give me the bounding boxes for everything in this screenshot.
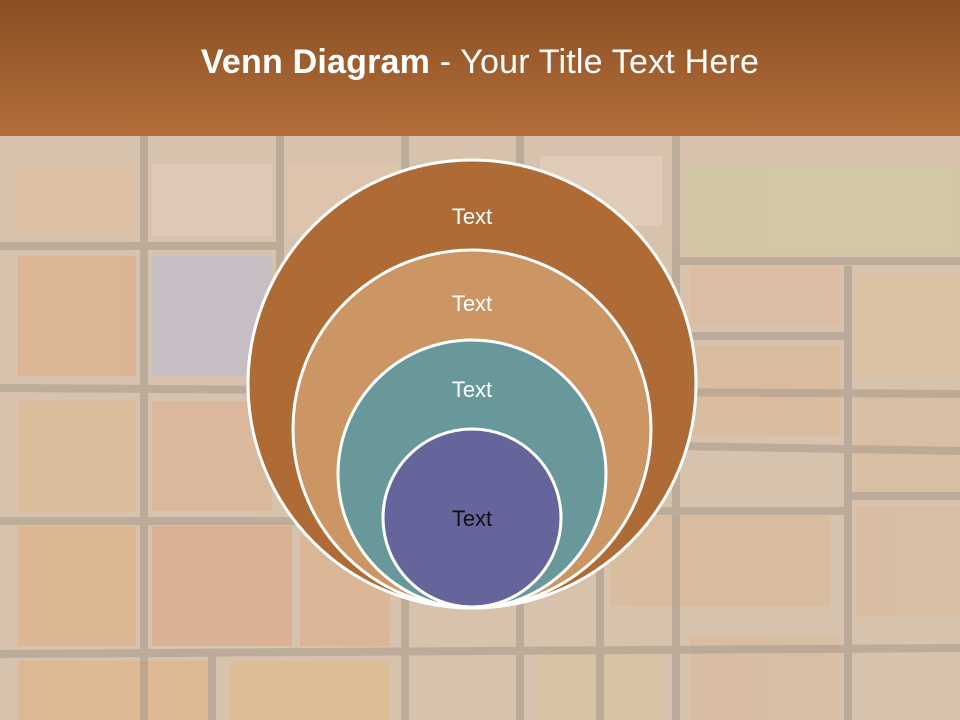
title-rest: - Your Title Text Here <box>430 42 760 81</box>
title-bold: Venn Diagram <box>200 42 431 81</box>
slide-title: Venn Diagram - Your Title Text Here <box>201 43 759 82</box>
venn-circle-inner <box>381 427 563 609</box>
title-bar: Venn Diagram - Your Title Text Here <box>0 0 960 136</box>
venn-label-third: Text <box>452 377 492 402</box>
venn-label-inner: Text <box>452 506 492 531</box>
venn-label-outer: Text <box>452 204 492 229</box>
venn-label-second: Text <box>452 291 492 316</box>
